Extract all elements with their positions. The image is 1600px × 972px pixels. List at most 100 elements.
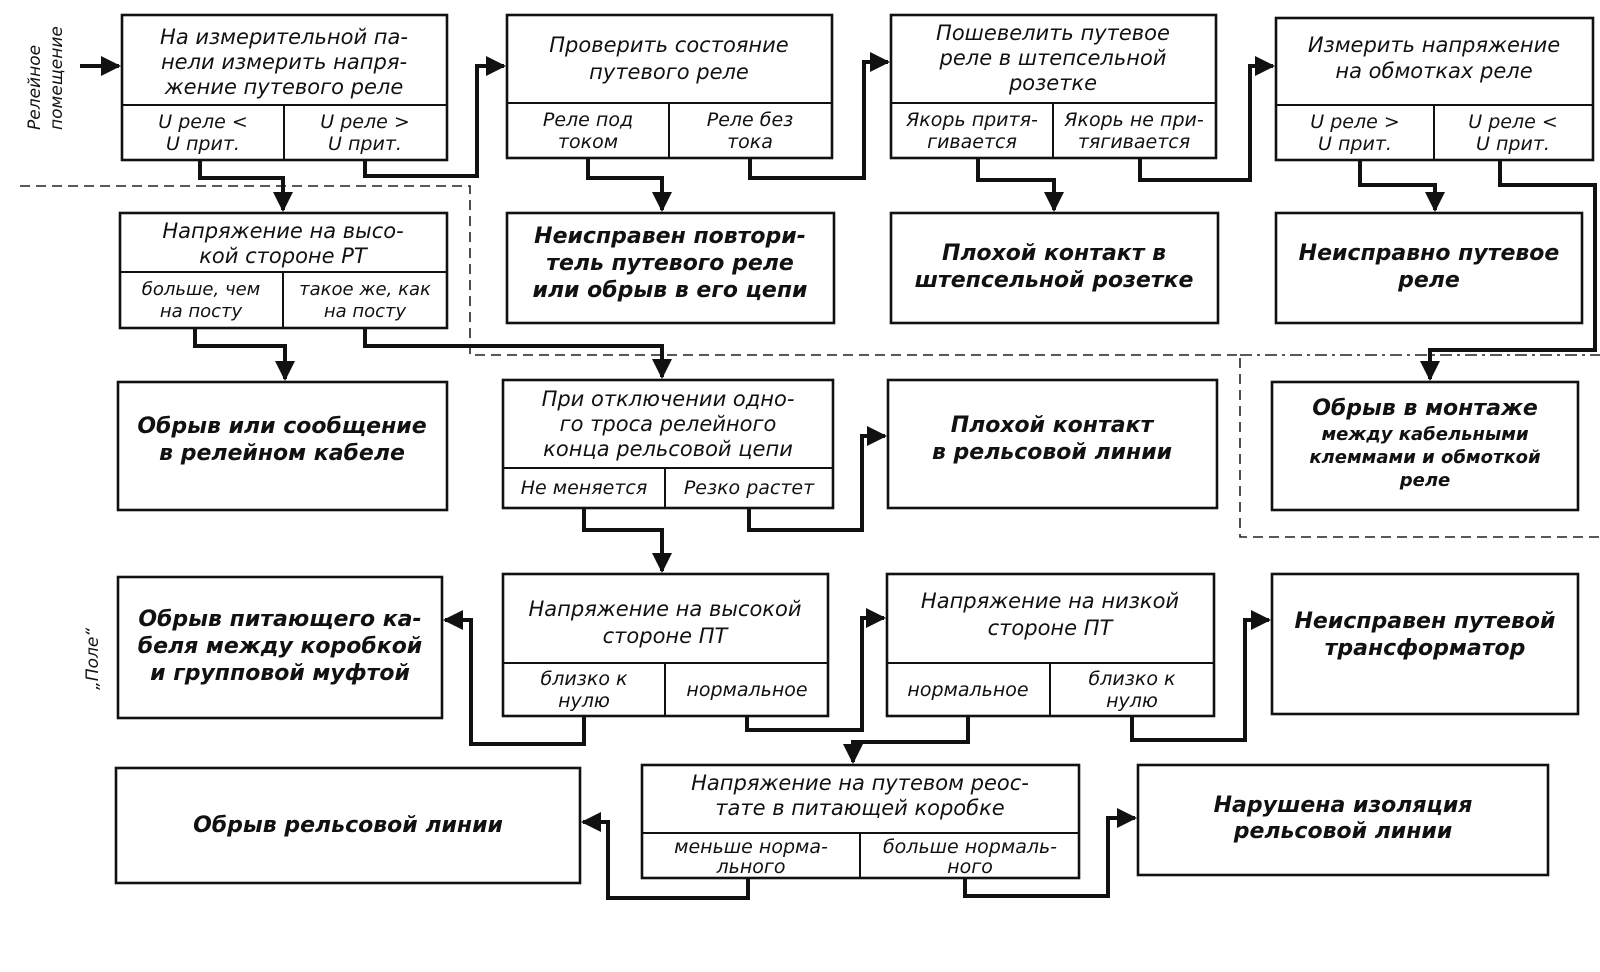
- flowchart-boxes: На измерительной па- нели измерить напря…: [114, 13, 1595, 885]
- question-line: На измерительной па-: [160, 25, 408, 49]
- result-line: беля между коробкой: [138, 634, 422, 659]
- option-label: током: [558, 131, 618, 153]
- result-line: штепсельной розетке: [915, 268, 1194, 293]
- question-box-pt-low-side-voltage: Напряжение на низкой стороне ПТ нормальн…: [885, 572, 1216, 718]
- question-line: жение путевого реле: [164, 75, 404, 99]
- option-label: нормальное: [686, 679, 807, 701]
- option-label: Резко растет: [684, 477, 815, 499]
- side-label-line-2: помещение: [47, 26, 67, 130]
- question-box-disconnect-cable: При отключении одно- го троса релейного …: [501, 378, 835, 510]
- result-line: в рельсовой линии: [932, 440, 1172, 465]
- arrow-q7a-to-r7: [443, 610, 586, 746]
- arrow-q8b-to-r8: [1130, 610, 1271, 742]
- result-line: между кабельными: [1321, 424, 1529, 445]
- question-box-measure-winding-voltage: Измерить напряжение на обмотках реле U р…: [1274, 16, 1595, 162]
- option-label: меньше норма-: [674, 836, 828, 858]
- result-box-wiring-break: Обрыв в монтаже между кабельными клеммам…: [1270, 380, 1580, 512]
- option-label: нормальное: [907, 679, 1028, 701]
- option-label: U прит.: [1476, 133, 1550, 155]
- question-line: путевого реле: [589, 60, 749, 84]
- arrow-q1b-to-q2: [363, 56, 506, 178]
- option-label: на посту: [324, 301, 407, 322]
- result-line: Обрыв или сообщение: [137, 414, 426, 439]
- question-line: нели измерить напря-: [161, 50, 407, 74]
- option-label: U прит.: [166, 133, 240, 155]
- result-box-relay-cable-break: Обрыв или сообщение в релейном кабеле: [116, 380, 449, 512]
- result-box-faulty-track-transformer: Неисправен путевой трансформатор: [1270, 572, 1580, 716]
- arrow-q4a-to-r3: [1358, 160, 1445, 212]
- option-label: тягивается: [1078, 131, 1190, 153]
- option-label: Реле под: [543, 109, 633, 131]
- arrow-q3b-to-q4: [1138, 56, 1275, 182]
- question-box-wiggle-relay: Пошевелить путевое реле в штепсельной ро…: [889, 13, 1218, 160]
- option-label: ного: [947, 856, 993, 878]
- question-line: на обмотках реле: [1335, 59, 1532, 83]
- result-line: или обрыв в его цепи: [533, 278, 808, 303]
- option-label: Реле без: [707, 109, 794, 131]
- option-label: льного: [716, 856, 786, 878]
- question-line: кой стороне РТ: [199, 244, 369, 268]
- option-label: Якорь притя-: [905, 109, 1038, 131]
- result-box-faulty-relay: Неисправно путевое реле: [1274, 211, 1584, 325]
- option-label: тока: [727, 131, 773, 153]
- result-box-feeder-cable-break: Обрыв питающего ка- беля между коробкой …: [116, 575, 444, 720]
- question-box-pt-high-side-voltage: Напряжение на высокой стороне ПТ близко …: [501, 572, 830, 718]
- result-line: реле: [1399, 470, 1450, 491]
- result-box-rail-insulation-fault: Нарушена изоляция рельсовой линии: [1136, 763, 1550, 877]
- result-line: реле: [1397, 268, 1460, 293]
- option-label: нулю: [558, 690, 610, 712]
- option-label: близко к: [541, 668, 628, 690]
- option-label: больше нормаль-: [883, 836, 1057, 858]
- arrow-q8a-to-q9: [843, 716, 970, 764]
- result-line: Неисправен путевой: [1295, 609, 1556, 634]
- result-line: Неисправен повтори-: [534, 224, 806, 249]
- arrow-q1a-to-q5: [198, 160, 293, 212]
- result-line: трансформатор: [1325, 636, 1526, 661]
- question-box-rt-high-side-voltage: Напряжение на высо- кой стороне РТ больш…: [118, 211, 449, 330]
- option-label: гивается: [927, 131, 1017, 153]
- result-line: и групповой муфтой: [150, 661, 410, 686]
- arrow-q5a-to-r4: [193, 328, 295, 381]
- option-label: U прит.: [1318, 133, 1392, 155]
- arrow-q6b-to-r5: [747, 426, 887, 532]
- zone-boundaries: [20, 185, 1600, 538]
- arrow-q2a-to-r1: [586, 158, 672, 212]
- question-line: Напряжение на низкой: [921, 589, 1179, 613]
- question-line: Проверить состояние: [549, 33, 788, 57]
- result-box-bad-socket-contact: Плохой контакт в штепсельной розетке: [889, 211, 1220, 325]
- question-box-measure-relay-voltage: На измерительной па- нели измерить напря…: [120, 13, 449, 162]
- result-line: Обрыв питающего ка-: [138, 607, 421, 632]
- option-label: U реле >: [1310, 111, 1400, 133]
- arrow-q9a-to-r9: [581, 812, 750, 900]
- question-line: Напряжение на высокой: [529, 597, 802, 621]
- option-label: нулю: [1106, 690, 1158, 712]
- question-line: При отключении одно-: [542, 387, 795, 411]
- result-line: Обрыв в монтаже: [1312, 396, 1538, 421]
- result-line: в релейном кабеле: [159, 441, 405, 466]
- option-label: такое же, как: [299, 279, 431, 300]
- question-line: стороне ПТ: [603, 624, 730, 648]
- question-line: реле в штепсельной: [939, 46, 1167, 70]
- result-line: клеммами и обмоткой: [1309, 447, 1541, 468]
- question-line: розетке: [1008, 71, 1097, 95]
- option-label: больше, чем: [142, 279, 261, 300]
- result-box-bad-rail-contact: Плохой контакт в рельсовой линии: [886, 378, 1219, 510]
- question-line: Пошевелить путевое: [936, 21, 1170, 45]
- connectors: [80, 52, 1597, 900]
- result-line: Неисправно путевое: [1299, 241, 1560, 266]
- result-line: рельсовой линии: [1233, 819, 1453, 844]
- question-line: Напряжение на высо-: [162, 219, 403, 243]
- side-label-relay-room: Релейное помещение: [25, 26, 67, 130]
- option-label: на посту: [160, 301, 243, 322]
- arrow-q5b-to-q6: [363, 328, 672, 379]
- result-line: тель путевого реле: [546, 251, 794, 276]
- question-line: конца рельсовой цепи: [543, 437, 793, 461]
- result-box-faulty-repeater: Неисправен повтори- тель путевого реле и…: [505, 211, 836, 325]
- question-line: Напряжение на путевом реос-: [691, 771, 1029, 795]
- side-label-line-1: Релейное: [25, 45, 45, 130]
- option-label: Не меняется: [521, 477, 648, 499]
- question-box-rheostat-voltage: Напряжение на путевом реос- тате в питаю…: [640, 763, 1081, 880]
- option-label: U прит.: [328, 133, 402, 155]
- result-line: Плохой контакт: [951, 413, 1155, 438]
